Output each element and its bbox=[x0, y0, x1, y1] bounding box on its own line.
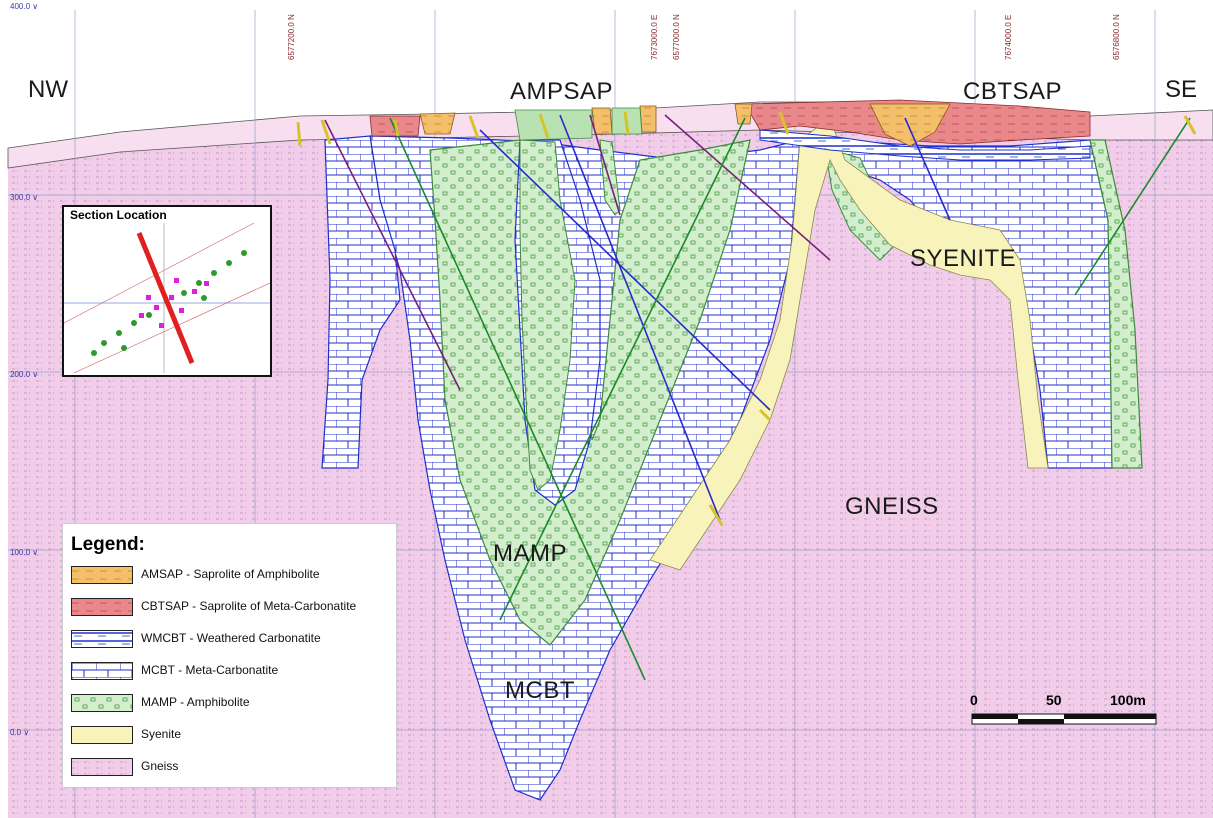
elevation-label-300: 300.0 ∨ bbox=[10, 193, 39, 202]
unit-label-mcbt: MCBT bbox=[505, 677, 575, 704]
drillholes bbox=[324, 114, 1191, 681]
mcbt-right-body bbox=[828, 139, 1113, 469]
legend-label-gneiss: Gneiss bbox=[141, 759, 179, 773]
inset-map bbox=[64, 223, 270, 373]
unit-label-mamp: MAMP bbox=[493, 540, 567, 567]
grid-label-5: 6576800.0 N bbox=[1112, 14, 1121, 60]
grid-label-4: 7674000.0 E bbox=[1004, 14, 1013, 60]
unit-label-syenite: SYENITE bbox=[910, 245, 1017, 272]
legend-swatch-syenite bbox=[71, 726, 133, 744]
legend-panel: Legend: AMSAP - Saprolite of Amphibolite… bbox=[62, 523, 397, 788]
unit-label-ampsap: AMPSAP bbox=[510, 78, 614, 105]
unit-label-cbtsap: CBTSAP bbox=[963, 78, 1063, 105]
sky-region bbox=[8, 10, 1213, 148]
legend-swatch-cbtsap bbox=[71, 598, 133, 616]
section-location-inset: Section Location bbox=[62, 205, 272, 377]
legend-title: Legend: bbox=[71, 534, 145, 555]
direction-nw: NW bbox=[28, 76, 68, 103]
scale-label-100m: 100m bbox=[1110, 692, 1146, 708]
amsap-lens-left-3 bbox=[639, 105, 657, 133]
syenite-dyke bbox=[649, 117, 1049, 571]
elevation-label-200: 200.0 ∨ bbox=[10, 370, 39, 379]
scale-bar-graphic bbox=[971, 713, 1157, 725]
grid-label-1: 6577200.0 N bbox=[287, 14, 296, 60]
amsap-lens-left-1 bbox=[419, 112, 456, 135]
amsap-lens-left-4 bbox=[734, 103, 753, 125]
wmcbt-band bbox=[759, 129, 1091, 161]
amsap-lens-right bbox=[869, 103, 951, 147]
grid-label-3: 6577000.0 N bbox=[672, 14, 681, 60]
scale-label-0: 0 bbox=[970, 692, 978, 708]
legend-swatch-mamp bbox=[71, 694, 133, 712]
legend-label-mamp: MAMP - Amphibolite bbox=[141, 695, 250, 709]
direction-se: SE bbox=[1165, 76, 1198, 103]
legend-label-syenite: Syenite bbox=[141, 727, 182, 741]
legend-label-wmcbt: WMCBT - Weathered Carbonatite bbox=[141, 631, 321, 645]
elevation-label-100: 100.0 ∨ bbox=[10, 548, 39, 557]
mamp-right-limb bbox=[1089, 139, 1143, 469]
legend-label-mcbt: MCBT - Meta-Carbonatite bbox=[141, 663, 279, 677]
scale-label-50: 50 bbox=[1046, 692, 1062, 708]
grid-label-2: 7673000.0 E bbox=[650, 14, 659, 60]
unit-label-gneiss: GNEISS bbox=[845, 493, 939, 520]
inset-title: Section Location bbox=[70, 208, 167, 222]
mamp-sap-green-1 bbox=[514, 109, 593, 141]
legend-swatch-gneiss bbox=[71, 758, 133, 776]
scale-bar: 0 50 100m bbox=[970, 692, 1160, 732]
drill-collars bbox=[296, 111, 1197, 526]
legend-label-cbtsap: CBTSAP - Saprolite of Meta-Carbonatite bbox=[141, 599, 357, 613]
legend-swatch-wmcbt bbox=[71, 630, 133, 648]
legend-swatch-amsap bbox=[71, 566, 133, 584]
elevation-label-0: 0.0 ∨ bbox=[10, 728, 30, 737]
legend-swatch-mcbt bbox=[71, 662, 133, 680]
elevation-label-400: 400.0 ∨ bbox=[10, 2, 39, 11]
mcbt-left-limb bbox=[321, 135, 401, 469]
mamp-fold-inner bbox=[519, 139, 576, 491]
legend-label-amsap: AMSAP - Saprolite of Amphibolite bbox=[141, 567, 320, 581]
